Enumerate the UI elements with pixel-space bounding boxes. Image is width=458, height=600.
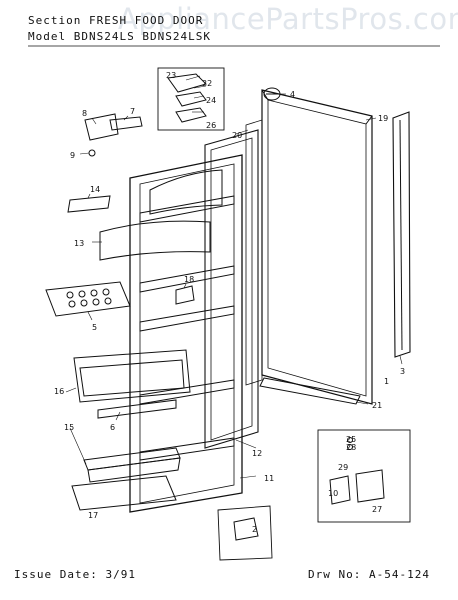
watermark: AppliancePartsPros.com [118,2,458,36]
bracket-18 [175,285,195,305]
shelf-bar [97,399,177,419]
callout-5: 5 [92,323,97,332]
callout-19: 19 [378,114,388,123]
callout-labels: 23 22 24 26 4 19 20 7 8 9 14 13 18 5 16 … [54,71,405,534]
callout-6: 6 [110,423,115,432]
seal-strip [245,119,263,386]
dairy-door [67,195,111,213]
callout-28: 28 [346,443,356,452]
callout-2: 2 [252,525,257,534]
door-liner [129,154,243,513]
hinge-cover [263,87,281,101]
callout-25: 25 [346,435,356,444]
callout-14: 14 [90,185,100,194]
callout-21: 21 [372,401,382,410]
callout-4: 4 [290,90,295,99]
model-header: Model BDNS24LS BDNS24LSK [28,30,211,43]
callout-11: 11 [264,474,274,483]
trim-strip [392,111,411,358]
egg-tray [45,281,131,317]
issue-date: Issue Date: 3/91 [14,568,136,581]
section-label: Section [28,14,82,27]
callout-24: 24 [206,96,216,105]
hinge-8 [84,113,119,141]
bottom-bracket [259,377,361,405]
callout-7: 7 [130,107,135,116]
bin-cover [99,220,211,261]
callout-26: 26 [206,121,216,130]
shelf-bin [73,349,191,403]
callout-22: 22 [202,79,212,88]
callout-13: 13 [74,239,84,248]
callout-27: 27 [372,505,382,514]
section-value: FRESH FOOD DOOR [88,14,204,27]
bottom-trim [71,475,177,511]
door-gasket [204,129,259,449]
callout-12: 12 [252,449,262,458]
model-label: Model [28,30,67,43]
callout-23: 23 [166,71,176,80]
model-value: BDNS24LS BDNS24LSK [73,30,211,43]
callout-18: 18 [184,275,194,284]
callout-10: 10 [328,489,338,498]
callout-1: 1 [384,377,389,386]
hinge-7 [109,116,143,131]
callout-20: 20 [232,131,242,140]
callout-29: 29 [338,463,348,472]
outer-door-panel [261,89,373,405]
callout-9: 9 [70,151,75,160]
section-header: Section FRESH FOOD DOOR [28,14,203,27]
callout-17: 17 [88,511,98,520]
callout-15: 15 [64,423,74,432]
drawing-number: Drw No: A-54-124 [308,568,430,581]
callout-8: 8 [82,109,87,118]
screw-9 [88,149,96,157]
callout-3: 3 [400,367,405,376]
bottom-bin [83,447,181,471]
callout-16: 16 [54,387,64,396]
